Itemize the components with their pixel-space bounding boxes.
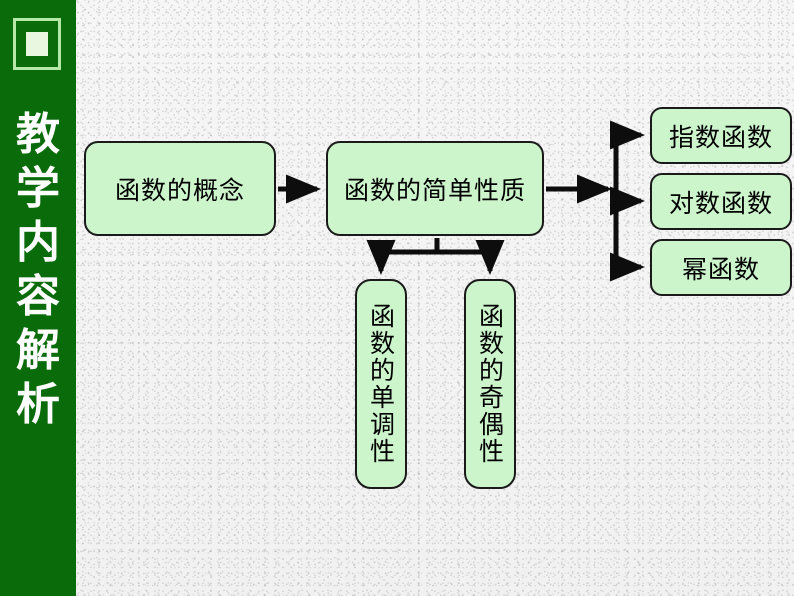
sidebar-title-char-2: 学	[16, 163, 60, 214]
node-label: 指数函数	[668, 122, 773, 152]
node-function-properties[interactable]: 函数的简单性质	[326, 141, 544, 236]
sidebar-title-char-3: 内	[16, 217, 60, 268]
node-label: 函数的简单性质	[343, 175, 526, 205]
square-in-square-icon	[13, 18, 61, 70]
icon-inner-square	[26, 32, 48, 56]
node-exponential-function[interactable]: 指数函数	[650, 107, 792, 164]
sidebar-title-char-4: 容	[16, 271, 60, 322]
node-label: 函数的奇偶性	[475, 303, 505, 465]
sidebar-title-char-1: 教	[16, 109, 60, 160]
sidebar: 教 学 内 容 解 析	[0, 0, 76, 596]
node-label: 函数的单调性	[366, 303, 396, 465]
node-function-parity[interactable]: 函数的奇偶性	[464, 279, 516, 489]
node-logarithmic-function[interactable]: 对数函数	[650, 173, 792, 230]
sidebar-title-char-6: 析	[16, 379, 60, 430]
node-label: 对数函数	[668, 188, 773, 218]
sidebar-title-char-5: 解	[16, 325, 60, 376]
node-function-monotonicity[interactable]: 函数的单调性	[355, 279, 407, 489]
node-function-concept[interactable]: 函数的概念	[84, 141, 276, 236]
node-label: 函数的概念	[114, 175, 245, 205]
node-power-function[interactable]: 幂函数	[650, 239, 792, 296]
sidebar-title: 教 学 内 容 解 析	[0, 108, 76, 432]
icon-inner-ring	[21, 27, 53, 61]
node-label: 幂函数	[681, 254, 760, 284]
